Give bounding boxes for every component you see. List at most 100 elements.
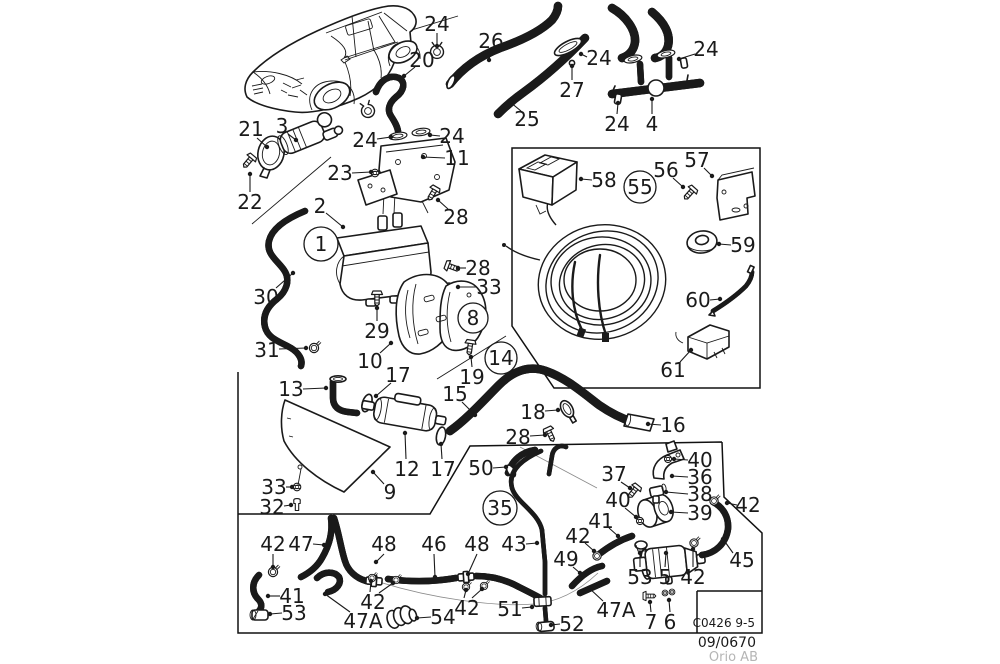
callout-42: 42: [680, 546, 706, 589]
callout-24: 24: [578, 46, 612, 70]
svg-text:24: 24: [439, 124, 464, 148]
callout-53: 53: [627, 550, 653, 589]
hose-41-left: [253, 571, 261, 617]
callout-20: 20: [401, 48, 435, 79]
svg-text:13: 13: [278, 377, 303, 401]
svg-text:57: 57: [684, 148, 709, 172]
svg-text:6: 6: [664, 610, 677, 634]
svg-text:59: 59: [730, 233, 755, 257]
callout-4: 4: [646, 96, 658, 136]
callout-40: 40: [671, 448, 713, 472]
callout-47: 47: [288, 532, 327, 556]
bolt-32: [293, 498, 301, 512]
svg-text:19: 19: [459, 365, 484, 389]
svg-text:28: 28: [443, 205, 468, 229]
svg-text:7: 7: [645, 610, 658, 634]
svg-text:28: 28: [465, 256, 490, 280]
svg-text:60: 60: [685, 288, 710, 312]
silencer-12: [361, 392, 447, 432]
svg-text:46: 46: [421, 532, 446, 556]
callout-33: 33: [455, 275, 502, 299]
callout-36: 36: [669, 465, 713, 489]
svg-text:28: 28: [505, 425, 530, 449]
svg-text:24: 24: [352, 128, 377, 152]
callout-53: 53: [267, 601, 307, 625]
callout-17: 17: [430, 441, 456, 481]
callout-10: 10: [357, 340, 394, 373]
svg-text:12: 12: [394, 457, 419, 481]
hose-47A-right: [576, 577, 611, 597]
svg-text:16: 16: [660, 413, 685, 437]
callout-9: 9: [370, 469, 397, 504]
clamp-24-b: [357, 99, 378, 121]
svg-text:11: 11: [444, 146, 469, 170]
callout-55: 55: [623, 170, 657, 204]
svg-text:42: 42: [735, 493, 760, 517]
pipe-end-16: [623, 413, 655, 432]
svg-text:53: 53: [281, 601, 306, 625]
diagram-code: C0426 9-5: [693, 616, 755, 630]
nut-6: [661, 588, 676, 597]
svg-text:40: 40: [605, 488, 630, 512]
callout-35: 35: [482, 490, 518, 526]
svg-text:31: 31: [254, 338, 279, 362]
svg-text:40: 40: [687, 448, 712, 472]
callout-61: 61: [660, 347, 694, 382]
t-pipe-4: [607, 54, 705, 105]
svg-text:17: 17: [430, 457, 455, 481]
callout-24: 24: [604, 100, 630, 136]
callout-42: 42: [565, 524, 597, 554]
svg-text:1: 1: [315, 232, 328, 256]
callout-6: 6: [664, 597, 677, 634]
callout-25: 25: [507, 99, 540, 131]
svg-text:33: 33: [261, 475, 286, 499]
bracket-36: [652, 440, 685, 480]
clamp-42-g: [689, 536, 701, 548]
elbow-hose-a: [607, 3, 635, 63]
callout-22: 22: [237, 171, 263, 214]
callout-24: 24: [352, 128, 394, 152]
svg-text:55: 55: [627, 175, 652, 199]
clamp-31: [308, 340, 322, 354]
svg-text:53: 53: [627, 565, 652, 589]
callout-46: 46: [421, 532, 447, 580]
svg-text:2: 2: [314, 194, 327, 218]
s-hose-20: [372, 77, 403, 135]
car-illustration: [244, 5, 459, 114]
callout-47A: 47A: [586, 585, 636, 622]
callout-45: 45: [720, 536, 755, 572]
svg-text:22: 22: [237, 190, 262, 214]
nut-40-a: [663, 454, 673, 464]
svg-text:24: 24: [604, 112, 629, 136]
callout-42: 42: [454, 586, 485, 620]
svg-text:54: 54: [430, 605, 455, 629]
svg-text:41: 41: [279, 584, 304, 608]
svg-text:9: 9: [384, 480, 397, 504]
callout-8: 8: [457, 302, 489, 334]
callout-21: 21: [238, 117, 270, 150]
elbow-pipe-13: [329, 374, 361, 417]
callout-37: 37: [601, 462, 633, 491]
callout-31: 31: [254, 338, 309, 362]
cable-strap-60: [708, 264, 755, 317]
connector-61: [675, 324, 730, 360]
svg-text:32: 32: [259, 495, 284, 519]
callout-7: 7: [645, 599, 658, 634]
callout-24: 24: [427, 124, 465, 148]
svg-text:24: 24: [586, 46, 611, 70]
svg-text:29: 29: [364, 319, 389, 343]
svg-text:48: 48: [371, 532, 396, 556]
gasket-24-f: [410, 126, 432, 138]
callout-48: 48: [464, 532, 490, 577]
callout-56: 56: [653, 158, 686, 190]
callout-52: 52: [548, 612, 585, 636]
region-borders: [237, 147, 763, 634]
svg-text:45: 45: [729, 548, 754, 572]
callout-14: 14: [484, 341, 518, 375]
hose-26-end: [446, 74, 456, 90]
svg-text:24: 24: [424, 12, 449, 36]
svg-text:52: 52: [559, 612, 584, 636]
footer-code-box: [696, 590, 762, 633]
